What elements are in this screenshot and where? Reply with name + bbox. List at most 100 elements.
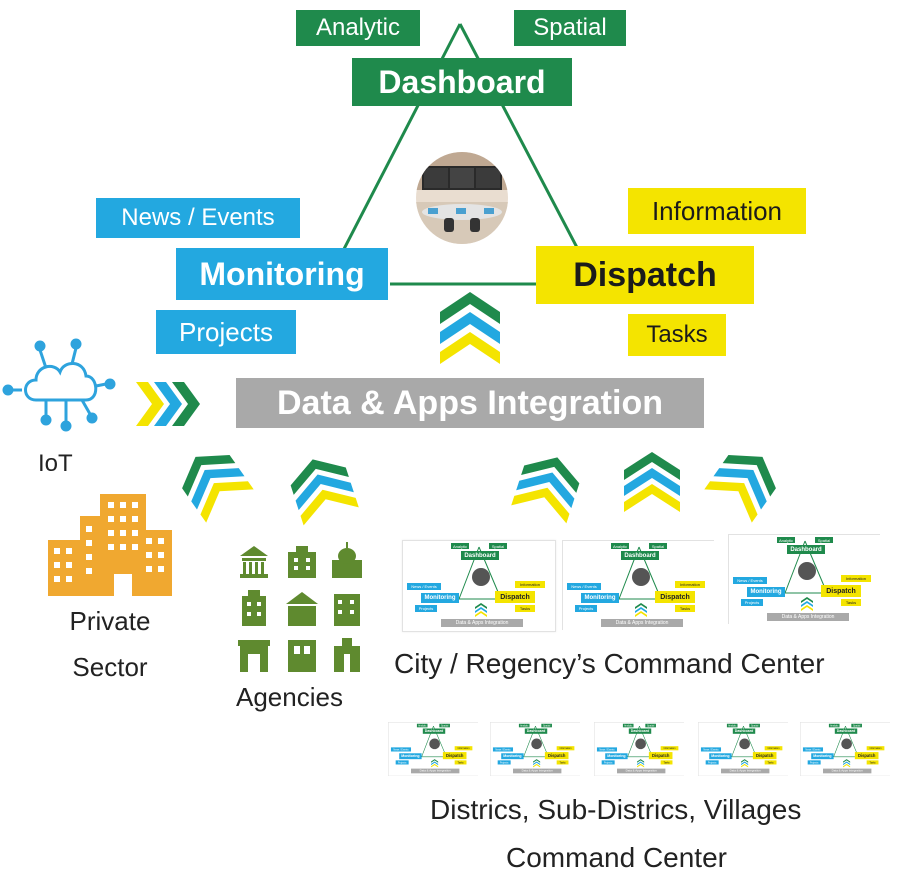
- mini-dispatch-label: Dispatch: [826, 587, 856, 595]
- mini-dashboard-label: Dashboard: [630, 729, 650, 733]
- city-command-center-label: City / Regency’s Command Center: [394, 648, 825, 679]
- mini-information-label: Information: [457, 746, 470, 750]
- mini-news-events-label: News / Events: [805, 747, 821, 751]
- mini-news-events-label: News / Events: [703, 747, 719, 751]
- mini-dashboard-label: Dashboard: [464, 552, 496, 559]
- mini-news-events-label: News / Events: [599, 747, 615, 751]
- mini-monitoring-label: Monitoring: [503, 754, 522, 758]
- mini-analytic-label: Analytic: [452, 543, 467, 549]
- mini-spatial-label: Spatial: [543, 724, 551, 728]
- chevron-arrow-icon: [290, 459, 359, 526]
- news-events-label: News / Events: [96, 198, 300, 238]
- mini-integration-label: Data & Apps Integration: [729, 769, 761, 773]
- mini-tasks-label: Tasks: [559, 760, 566, 764]
- mini-tasks-label: Tasks: [767, 760, 774, 764]
- mini-tasks-label: Tasks: [519, 606, 531, 611]
- mini-integration-label: Data & Apps Integration: [831, 769, 863, 773]
- government-buildings-icon: [234, 536, 370, 680]
- mini-monitoring-label: Monitoring: [424, 595, 456, 601]
- mini-information-label: Information: [767, 746, 780, 750]
- mini-analytic-label: Analytic: [830, 724, 839, 728]
- mini-projects-label: Projects: [418, 606, 434, 611]
- chevron-arrow-icon: [440, 292, 500, 364]
- mini-dashboard-label: Dashboard: [624, 552, 656, 559]
- mini-command-center-diagram: Analytic Spatial Dashboard News / Events…: [388, 722, 478, 776]
- mini-projects-label: Projects: [603, 760, 613, 764]
- mini-command-center-diagram: Analytic Spatial Dashboard News / Events…: [562, 540, 714, 630]
- mini-monitoring-label: Monitoring: [750, 589, 782, 595]
- mini-spatial-label: Spatial: [853, 724, 861, 728]
- mini-information-label: Information: [869, 746, 882, 750]
- mini-tasks-label: Tasks: [869, 760, 876, 764]
- mini-news-events-label: News / Events: [571, 584, 597, 589]
- mini-monitoring-label: Monitoring: [813, 754, 832, 758]
- mini-dispatch-label: Dispatch: [500, 593, 530, 601]
- analytic-label: Analytic: [296, 10, 420, 46]
- mini-command-center-diagram: Analytic Spatial Dashboard News / Events…: [800, 722, 890, 776]
- data-apps-integration-bar: Data & Apps Integration: [236, 378, 704, 428]
- mini-news-events-label: News / Events: [737, 578, 763, 583]
- mini-dispatch-label: Dispatch: [445, 753, 464, 758]
- mini-projects-label: Projects: [578, 606, 594, 611]
- mini-projects-label: Projects: [499, 760, 509, 764]
- chevron-arrow-icon: [624, 452, 680, 512]
- mini-tasks-label: Tasks: [457, 760, 464, 764]
- information-label: Information: [628, 188, 806, 234]
- mini-command-center-diagram: Analytic Spatial Dashboard News / Events…: [562, 540, 714, 630]
- mini-analytic-label: Analytic: [778, 537, 793, 543]
- chevron-arrow-icon: [511, 457, 580, 524]
- private-sector-label-line2: Sector: [72, 652, 148, 682]
- mini-command-center-diagram: Analytic Spatial Dashboard News / Events…: [728, 534, 880, 624]
- mini-information-label: Information: [845, 576, 866, 581]
- mini-tasks-label: Tasks: [663, 760, 670, 764]
- mini-analytic-label: Analytic: [624, 724, 633, 728]
- mini-news-events-label: News / Events: [411, 584, 437, 589]
- mini-spatial-label: Spatial: [651, 543, 665, 549]
- mini-news-events-label: News / Events: [393, 747, 409, 751]
- chevron-arrow-icon: [182, 454, 254, 523]
- mini-dashboard-label: Dashboard: [790, 546, 822, 553]
- mini-integration-label: Data & Apps Integration: [521, 769, 553, 773]
- mini-dispatch-label: Dispatch: [857, 753, 876, 758]
- mini-monitoring-label: Monitoring: [584, 595, 616, 601]
- iot-label: IoT: [38, 450, 73, 477]
- mini-projects-label: Projects: [707, 760, 717, 764]
- agencies-label: Agencies: [236, 682, 343, 712]
- spatial-label: Spatial: [514, 10, 626, 46]
- mini-spatial-label: Spatial: [491, 543, 505, 549]
- mini-tasks-label: Tasks: [679, 606, 691, 611]
- mini-dispatch-label: Dispatch: [660, 593, 690, 601]
- mini-monitoring-label: Monitoring: [401, 754, 420, 758]
- mini-command-center-diagram: Analytic Spatial Dashboard News / Events…: [490, 722, 580, 776]
- mini-dashboard-label: Dashboard: [734, 729, 754, 733]
- mini-command-center-diagram: Analytic Spatial Dashboard News / Events…: [490, 722, 580, 776]
- mini-command-center-diagram: Analytic Spatial Dashboard News / Events…: [698, 722, 788, 776]
- projects-label: Projects: [156, 310, 296, 354]
- cloud-iot-icon: [2, 338, 116, 432]
- mini-news-events-label: News / Events: [495, 747, 511, 751]
- mini-spatial-label: Spatial: [817, 537, 831, 543]
- mini-tasks-label: Tasks: [845, 600, 857, 605]
- mini-projects-label: Projects: [397, 760, 407, 764]
- mini-command-center-diagram: Analytic Spatial Dashboard News / Events…: [728, 534, 880, 624]
- mini-analytic-label: Analytic: [520, 724, 529, 728]
- buildings-icon: [42, 478, 178, 602]
- mini-spatial-label: Spatial: [647, 724, 655, 728]
- mini-command-center-diagram: Analytic Spatial Dashboard News / Events…: [388, 722, 478, 776]
- mini-spatial-label: Spatial: [441, 724, 449, 728]
- dispatch-label: Dispatch: [536, 246, 754, 304]
- monitoring-label: Monitoring: [176, 248, 388, 300]
- mini-monitoring-label: Monitoring: [607, 754, 626, 758]
- mini-analytic-label: Analytic: [728, 724, 737, 728]
- mini-integration-label: Data & Apps Integration: [455, 620, 509, 626]
- mini-dashboard-label: Dashboard: [526, 729, 546, 733]
- mini-command-center-diagram: Analytic Spatial Dashboard News / Events…: [594, 722, 684, 776]
- mini-command-center-diagram: Analytic Spatial Dashboard News / Events…: [402, 540, 556, 632]
- dashboard-label: Dashboard: [352, 58, 572, 106]
- mini-spatial-label: Spatial: [751, 724, 759, 728]
- mini-command-center-diagram: Analytic Spatial Dashboard News / Events…: [800, 722, 890, 776]
- mini-integration-label: Data & Apps Integration: [781, 614, 835, 620]
- mini-dispatch-label: Dispatch: [755, 753, 774, 758]
- private-sector-label-line1: Private: [69, 606, 151, 636]
- mini-command-center-diagram: Analytic Spatial Dashboard News / Events…: [698, 722, 788, 776]
